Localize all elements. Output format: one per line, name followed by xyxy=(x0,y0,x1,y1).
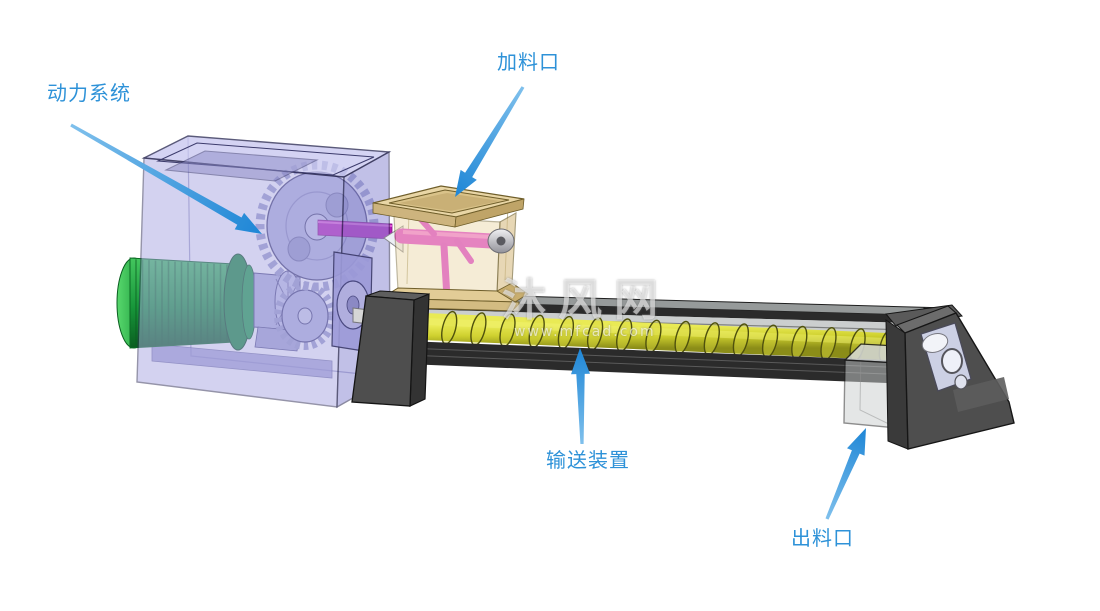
feed-inlet-arrow xyxy=(455,86,525,197)
agitator-shaft xyxy=(394,228,500,249)
label-power-system: 动力系统 xyxy=(47,81,131,105)
discharge-outlet-arrow xyxy=(825,428,866,520)
annotation-arrows xyxy=(70,86,866,520)
label-conveying-device: 输送装置 xyxy=(546,448,630,472)
label-feed-inlet: 加料口 xyxy=(497,50,560,74)
feed-hopper xyxy=(372,185,529,312)
hopper-front-face xyxy=(393,215,501,294)
left-support-leg xyxy=(351,290,430,407)
trough-front-band xyxy=(406,341,936,385)
housing-top-opening xyxy=(164,150,319,182)
housing-front-face xyxy=(136,157,345,408)
label-discharge-outlet: 出料口 xyxy=(791,526,854,550)
right-support-stand xyxy=(885,304,1015,450)
end-bearing xyxy=(920,322,972,392)
screw-tube xyxy=(399,312,937,362)
power-system-arrow xyxy=(70,123,262,234)
conveying-device-arrow xyxy=(571,348,590,444)
agitator-arm xyxy=(454,238,474,264)
trough-back-rail-face xyxy=(404,301,948,324)
hopper-rim xyxy=(372,185,525,228)
